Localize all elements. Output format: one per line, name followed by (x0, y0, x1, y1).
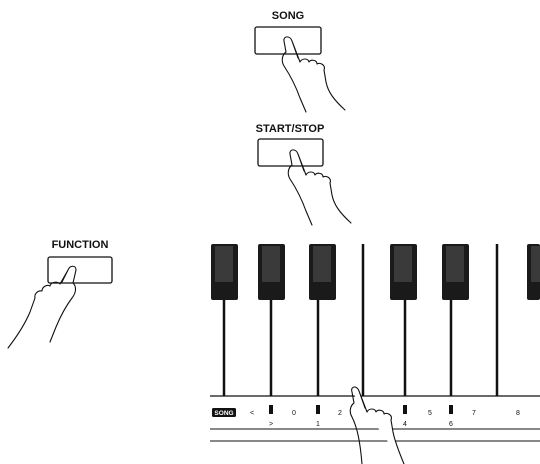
start-stop-button[interactable] (257, 138, 324, 167)
key-number-7: 7 (472, 410, 476, 417)
key-tick-marks (269, 405, 453, 414)
song-badge-text: SONG (214, 410, 233, 417)
white-key-dividers (222, 244, 499, 396)
key-number-8: 8 (516, 410, 520, 417)
black-keys (211, 244, 540, 300)
song-button-group: SONG (254, 10, 346, 113)
key-number-1: 1 (316, 421, 320, 428)
song-button-label: SONG (272, 10, 304, 22)
key-number-5: 5 (428, 410, 432, 417)
pressing-hand-icon (7, 265, 77, 349)
right-arrow-label: > (269, 421, 273, 428)
start-stop-button-group: START/STOP (256, 123, 352, 226)
key-number-4: 4 (403, 421, 407, 428)
pressing-hand-icon (281, 36, 346, 113)
keyboard: SONG < > 0 1 2 4 5 6 7 8 (210, 244, 540, 464)
keyboard-edge (210, 395, 540, 442)
song-badge (212, 408, 236, 417)
pressing-hand-icon (287, 149, 352, 226)
key-label-strip: SONG < > 0 1 2 4 5 6 7 8 (212, 405, 520, 428)
start-stop-button-label: START/STOP (256, 123, 325, 135)
pressing-hand-icon (349, 386, 405, 464)
function-button[interactable] (47, 256, 113, 284)
key-number-0: 0 (292, 410, 296, 417)
function-button-label: FUNCTION (52, 239, 109, 251)
function-button-group: FUNCTION (7, 239, 113, 349)
song-button[interactable] (254, 26, 322, 55)
left-arrow-label: < (250, 410, 254, 417)
key-number-2: 2 (338, 410, 342, 417)
key-number-6: 6 (449, 421, 453, 428)
